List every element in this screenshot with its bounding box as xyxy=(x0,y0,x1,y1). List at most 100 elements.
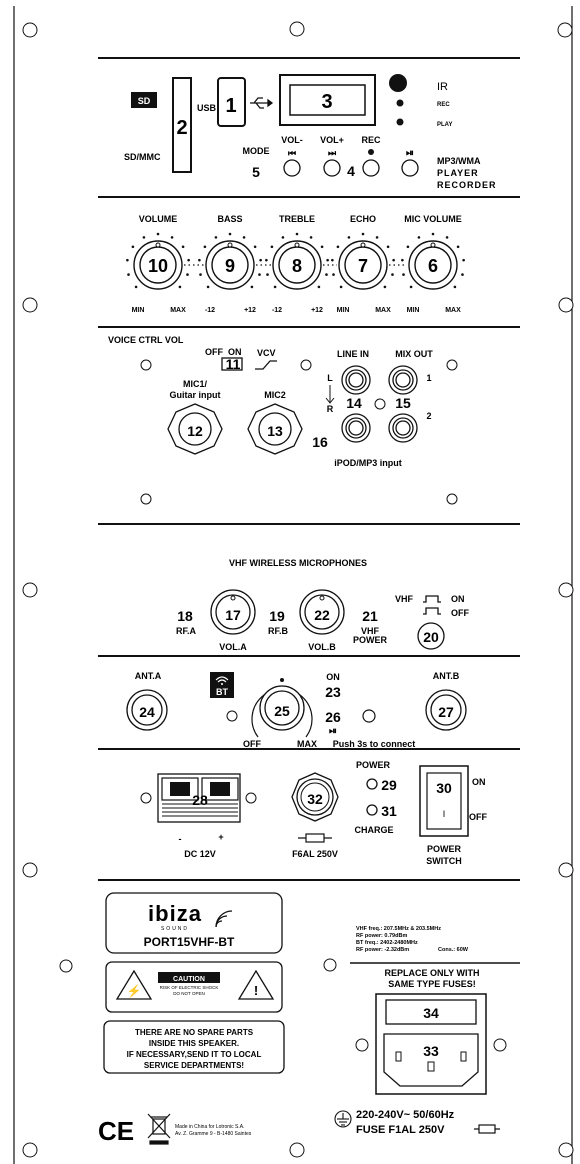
mode-label: MODE xyxy=(243,146,270,156)
power-section: 28 - + DC 12V 32 F6AL 250V POWER 29 31 C… xyxy=(140,760,487,866)
service-line-1: THERE ARE NO SPARE PARTS xyxy=(135,1028,254,1037)
charge-label: CHARGE xyxy=(354,825,393,835)
knob-tick-dot xyxy=(126,258,129,262)
ipod-number: 16 xyxy=(312,434,328,450)
bluetooth-section: ANT.A 24 BT 25 OFF MAX ON 23 26 ⏯ Push 3… xyxy=(126,671,467,749)
trim-screw xyxy=(140,493,152,505)
knob-tick-dot xyxy=(331,258,334,262)
vola-knob[interactable]: 17 xyxy=(210,589,256,635)
mic2-jack[interactable]: 13 xyxy=(247,403,303,455)
line-in-left-jack[interactable] xyxy=(341,365,371,395)
sd-card-slot[interactable] xyxy=(172,77,192,173)
bt-volume-knob[interactable]: 25 xyxy=(251,678,313,738)
voice-ctrl-label: VOICE CTRL VOL xyxy=(108,335,184,345)
mix-out-number: 15 xyxy=(395,395,411,411)
bt-off-label: OFF xyxy=(243,739,261,749)
vcv-switch-number: 11 xyxy=(226,356,241,372)
buttons-number: 4 xyxy=(347,163,355,179)
dc-terminal[interactable]: 28 xyxy=(157,773,241,823)
prev-button[interactable] xyxy=(283,159,301,177)
mic1-jack[interactable]: 12 xyxy=(167,403,223,455)
ant-b-connector[interactable]: 27 xyxy=(425,689,467,731)
knob-tick-dot xyxy=(445,236,449,239)
vcv-curve-icon xyxy=(255,360,277,370)
knob-tick-dot xyxy=(199,273,202,276)
trim-screw xyxy=(140,792,152,804)
next-button[interactable] xyxy=(323,159,341,177)
fuse-symbol-icon xyxy=(474,1124,500,1134)
exclamation-icon: ! xyxy=(254,983,258,998)
knob-max-label: +12 xyxy=(244,307,256,314)
mounting-screws xyxy=(22,21,574,1158)
fuse-holder[interactable]: 32 xyxy=(291,772,339,822)
trim-screw xyxy=(323,958,337,972)
trim-screw xyxy=(446,359,458,371)
trim-screw xyxy=(355,1038,369,1052)
service-line-3: IF NECESSARY,SEND IT TO LOCAL xyxy=(127,1050,262,1059)
knob-tick-dot xyxy=(178,285,182,289)
knob-tick-dot xyxy=(401,258,404,262)
rec-button[interactable] xyxy=(362,159,380,177)
caution-sub-1: RISK OF ELECTRIC SHOCK xyxy=(160,985,219,990)
knob-label: MIC VOLUME xyxy=(404,214,462,224)
switch-number: 30 xyxy=(436,780,452,796)
bt-pair-button[interactable] xyxy=(362,709,376,723)
caution-sub-2: DO NOT OPEN xyxy=(173,991,204,996)
knob-number: 7 xyxy=(358,256,368,276)
volb-knob[interactable]: 22 xyxy=(299,589,345,635)
brand-logo: ibiza xyxy=(148,901,202,926)
right-label: R xyxy=(327,404,334,414)
knob-max-label: MAX xyxy=(375,307,391,314)
line-in-label: LINE IN xyxy=(337,349,369,359)
mic1-label: MIC1/ xyxy=(183,379,208,389)
knob-tick-dot xyxy=(383,285,387,289)
line-in-right-jack[interactable] xyxy=(341,413,371,443)
vhf-power-label-1: VHF xyxy=(361,626,380,636)
volb-number: 22 xyxy=(314,607,330,623)
ant-a-connector[interactable]: 24 xyxy=(126,689,168,731)
mic1-number: 12 xyxy=(187,423,203,439)
knob-tick-dot xyxy=(391,273,394,276)
vhf-switch-icon xyxy=(423,595,441,615)
screw-hole xyxy=(22,1142,38,1158)
knob-pointer xyxy=(430,242,436,248)
wireless-section: VHF WIRELESS MICROPHONES 18 RF.A 17 VOL.… xyxy=(176,558,469,652)
sd-mmc-label: SD/MMC xyxy=(124,152,161,162)
power-switch-label-1: POWER xyxy=(427,844,462,854)
mix-out-2-jack[interactable] xyxy=(388,413,418,443)
play-pause-button[interactable] xyxy=(401,159,419,177)
vhf-label: VHF xyxy=(395,594,414,604)
knob-tick-dot xyxy=(417,236,421,239)
next-icon: ⏭ xyxy=(328,148,337,158)
iec-power-inlet[interactable]: 34 33 xyxy=(375,993,487,1095)
knob-tick-dot xyxy=(203,245,207,249)
knob-tick-dot xyxy=(131,245,135,249)
fuse-drawer[interactable] xyxy=(385,999,477,1025)
mix-out-1-jack[interactable] xyxy=(388,365,418,395)
knob-tick-dot xyxy=(461,273,464,276)
vhf-switch[interactable] xyxy=(417,622,445,650)
usb-port[interactable] xyxy=(217,77,246,127)
knob-tick-dot xyxy=(258,273,261,276)
fuse-number: 32 xyxy=(307,791,323,807)
ant-b-label: ANT.B xyxy=(433,671,460,681)
knob-label: ECHO xyxy=(350,214,376,224)
power-led-number: 29 xyxy=(381,777,397,793)
knob-max-label: MAX xyxy=(170,307,186,314)
vcv-switch[interactable] xyxy=(221,357,243,371)
trim-screw xyxy=(446,493,458,505)
service-line-4: SERVICE DEPARTMENTS! xyxy=(144,1061,244,1070)
knob-tick-dot xyxy=(325,273,328,276)
power-rocker-switch[interactable]: 30 I xyxy=(419,765,469,837)
spec-cons: Cons.: 60W xyxy=(438,947,469,953)
bt-on-number: 23 xyxy=(325,684,341,700)
bt-play-number: 26 xyxy=(325,709,341,725)
screw-hole xyxy=(22,862,38,878)
